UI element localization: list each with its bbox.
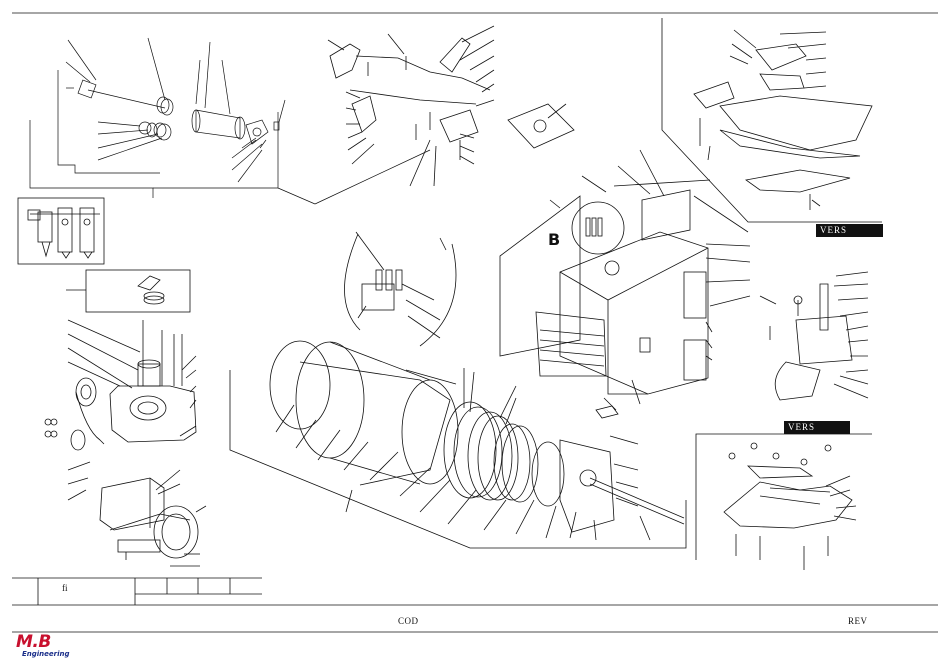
logo-subtext: Engineering (22, 650, 70, 658)
vers-label-top: VERS (816, 224, 883, 237)
compressor-head-assembly (45, 320, 196, 450)
compressor-parts-group (30, 38, 430, 204)
mounting-plate (508, 104, 574, 148)
detail-letter-b: B (548, 230, 560, 249)
drum-cylinder (230, 341, 686, 548)
filter-regulator-illustration (18, 198, 104, 264)
machine-frame-cabinet (500, 150, 750, 418)
cod-label: COD (398, 616, 419, 626)
vers-bottom-detail (696, 434, 872, 570)
cover-lever-assembly (328, 26, 494, 186)
vers-top-detail (662, 18, 882, 222)
rev-label: REV (848, 616, 868, 626)
gauge-part-box (66, 270, 190, 312)
title-cell-text: fi (62, 583, 68, 593)
electric-motor (68, 462, 206, 566)
detail-magnifier-circle (344, 232, 456, 346)
logo-text: M.B (16, 634, 51, 651)
vers-label-bottom: VERS (784, 421, 850, 434)
right-support-bracket (760, 272, 868, 400)
company-logo: M.B Engineering (16, 634, 116, 658)
